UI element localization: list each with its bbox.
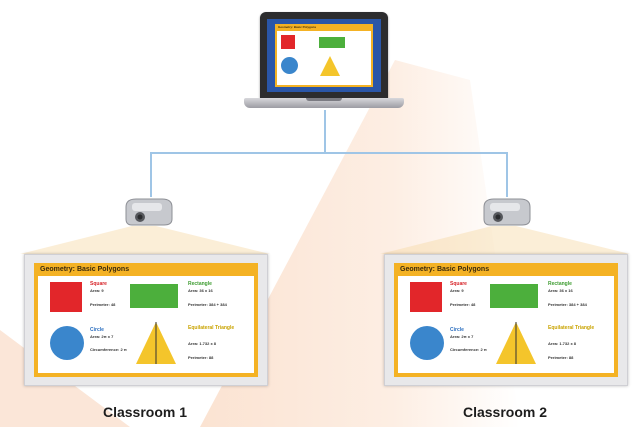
wire-horizontal [150,152,508,154]
rectangle-name: Rectangle [188,281,212,287]
triangle-name: Equilateral Triangle [188,325,235,331]
rectangle-perimeter: Perimeter: 384 + 384 [188,302,227,307]
laptop: Geometry: Basic Polygons [240,6,410,122]
laptop-slide-content [277,31,371,85]
triangle-area: Area: 1.732 x 8 [548,341,577,346]
laptop-rectangle-shape [319,37,345,48]
circle-area: Area: 2π x 7 [90,334,114,339]
projector-2 [483,198,531,226]
square-perimeter: Perimeter: 48 [450,302,476,307]
triangle-area: Area: 1.732 x 8 [188,341,217,346]
wire-right-down [506,152,508,197]
circle-shape [410,326,444,360]
square-area: Area: 9 [450,288,464,293]
rectangle-shape [490,284,538,308]
rectangle-name: Rectangle [548,281,572,287]
laptop-base-notch [306,98,342,101]
square-name: Square [90,281,107,287]
rectangle-shape [130,284,178,308]
circle-circumference: Circumference: 2 π [450,347,487,352]
triangle-perimeter: Perimeter: 88 [188,355,214,360]
rectangle-perimeter: Perimeter: 384 + 384 [548,302,587,307]
slide-content: Square Area: 9 Perimeter: 48 Rectangle A… [398,276,614,373]
projection-beam-2 [380,226,630,254]
classroom-2-label: Classroom 2 [462,404,548,420]
classroom-2-slide: Geometry: Basic Polygons Square Area: 9 … [394,263,618,377]
laptop-slide: Geometry: Basic Polygons [275,24,373,87]
laptop-screen: Geometry: Basic Polygons [267,19,381,92]
classroom-1-slide: Geometry: Basic Polygons Square Area: 9 … [34,263,258,377]
rectangle-area: Area: 36 x 16 [188,288,213,293]
projector-1 [125,198,173,226]
circle-shape [50,326,84,360]
square-area: Area: 9 [90,288,104,293]
laptop-screen-frame: Geometry: Basic Polygons [260,12,388,98]
slide-title: Geometry: Basic Polygons [40,266,130,273]
square-shape [50,282,82,312]
slide-content: Square Area: 9 Perimeter: 48 Rectangle A… [38,276,254,373]
laptop-triangle-shape [320,56,340,76]
square-name: Square [450,281,467,287]
laptop-base [244,98,404,108]
slide-title: Geometry: Basic Polygons [400,266,490,273]
triangle-shape [496,322,536,364]
wire-laptop-down [324,110,326,153]
square-shape [410,282,442,312]
circle-name: Circle [450,327,464,333]
projection-beam-1 [20,226,270,254]
wire-left-down [150,152,152,197]
triangle-name: Equilateral Triangle [548,325,595,331]
square-perimeter: Perimeter: 48 [90,302,116,307]
triangle-shape [136,322,176,364]
laptop-square-shape [281,35,295,49]
rectangle-area: Area: 36 x 16 [548,288,573,293]
classroom-1-screen: Geometry: Basic Polygons Square Area: 9 … [24,254,268,386]
laptop-slide-title: Geometry: Basic Polygons [278,25,317,29]
circle-name: Circle [90,327,104,333]
laptop-circle-shape [281,57,298,74]
triangle-perimeter: Perimeter: 88 [548,355,574,360]
circle-circumference: Circumference: 2 π [90,347,127,352]
classroom-1-label: Classroom 1 [102,404,188,420]
classroom-2-screen: Geometry: Basic Polygons Square Area: 9 … [384,254,628,386]
circle-area: Area: 2π x 7 [450,334,474,339]
